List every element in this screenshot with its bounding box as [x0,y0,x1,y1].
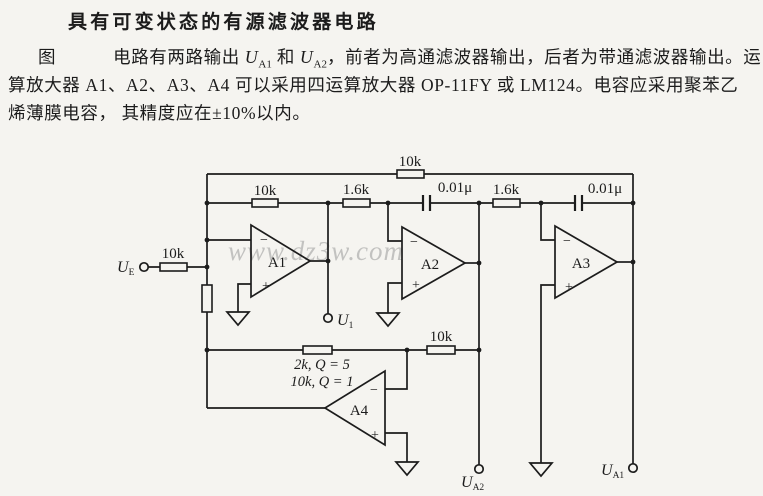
label-top-feedback: 10k [399,154,422,170]
intro-line-3: 烯薄膜电容， 其精度应在±10%以内。 [8,103,311,123]
grounds [225,311,554,478]
wire-a4-inverting [385,350,408,390]
capacitors [421,195,584,211]
ground-a2-icon [375,312,401,328]
resistor-a2-input [342,198,371,208]
a2-plus-sign: + [412,278,420,293]
label-a3-input: 1.6k [493,182,520,198]
intro-l1-and: 和 [271,47,300,67]
resistor-a3-input [492,198,521,208]
label-a4-q-line2: 10k, Q = 1 [291,374,354,390]
intro-line-2: 算放大器 A1、A2、A3、A4 可以采用四运算放大器 OP-11FY 或 LM… [8,75,739,95]
terminal-ua1-circle [627,462,639,474]
label-input-series: 10k [162,246,185,262]
label-a4-q-line1: 2k, Q = 5 [294,357,350,373]
a1-plus-sign: + [262,279,270,294]
label-opamp-a3: A3 [572,256,590,272]
ground-a1-icon [225,311,251,327]
circuit-diagram: www.dz3w.com [117,154,639,493]
opamp-a2 [401,225,467,301]
label-cap1: 0.01μ [438,180,472,196]
page-title: 具有可变状态的有源滤波器电路 [68,12,379,33]
intro-line-1: 图 电路有两路输出 UA1 和 UA2，前者为高通滤波器输出，后者为带通滤波器输出… [38,44,761,71]
a2-minus-sign: − [410,235,418,250]
var-ua2-inline: UA2 [299,47,327,71]
label-a4-input: 10k [430,329,453,345]
opamp-a4 [323,369,386,447]
opamp-input-signs: − + − + − + − + [260,233,573,443]
wire-a2-inverting [387,203,402,242]
intro-l1-seg2: ，前者为高通滤波器输出，后者为带通滤波器输出。运 [326,47,762,67]
terminal-u1-circle [322,312,334,324]
label-terminal-input: UE [117,259,135,278]
resistor-a4-input [426,345,456,355]
label-terminal-ua1: UA1 [601,462,624,481]
a4-plus-sign: + [371,428,379,443]
label-opamp-a4: A4 [350,403,369,419]
label-terminal-u1: U1 [337,312,354,331]
junction-dots [204,200,636,353]
intro-l1-seg1: 电路有两路输出 [113,47,245,67]
label-a2-input: 1.6k [343,182,370,198]
wire-a4-noninverting [385,432,408,462]
resistors [159,169,521,355]
resistor-shunt-vertical [201,284,213,313]
var-ua1-inline: UA1 [244,47,272,71]
a4-minus-sign: − [370,383,378,398]
capacitor-1 [421,195,432,211]
a3-minus-sign: − [563,234,571,249]
a3-plus-sign: + [565,280,573,295]
resistor-a1-feedback [251,198,279,208]
label-cap2: 0.01μ [588,181,622,197]
a1-minus-sign: − [260,233,268,248]
wire-a1-noninverting [237,283,251,312]
label-opamp-a1: A1 [268,255,286,271]
capacitor-2 [573,195,584,211]
label-opamp-a2: A2 [421,257,439,273]
opamps [250,223,619,447]
opamp-a1 [250,223,312,299]
ground-a3-icon [528,462,554,478]
terminal-input-circle [138,261,150,273]
resistor-top-feedback [396,169,425,179]
terminal-ua2-circle [473,463,485,475]
resistor-input-series [159,262,188,272]
terminals [138,261,639,475]
label-terminal-ua2: UA2 [461,474,484,493]
figure-label: 图 [38,47,57,67]
wire-a3-inverting [540,203,555,241]
wire-a3-noninverting [540,284,555,463]
opamp-a3 [554,224,619,300]
resistor-a4-q [302,345,333,355]
ground-a4-icon [394,461,420,477]
wire-a2-noninverting [387,282,402,313]
label-a1-feedback: 10k [254,183,277,199]
